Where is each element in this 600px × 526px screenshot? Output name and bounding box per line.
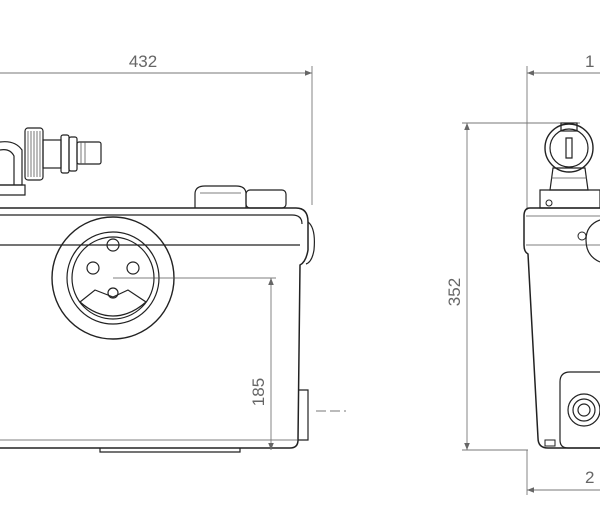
total-height-dimension: 352: [445, 122, 580, 451]
depth-dimension-bottom: 2: [526, 450, 600, 495]
inlet-height-label: 185: [249, 378, 268, 406]
width-dimension: 432: [0, 52, 313, 205]
inlet-height-dimension: 185: [249, 278, 274, 450]
top-cap: [194, 185, 287, 209]
side-view: 1 352: [445, 52, 600, 495]
pump-housing: [0, 207, 315, 453]
width-dimension-label: 432: [129, 52, 157, 71]
inlet-port: [51, 216, 276, 340]
depth-dimension-top-label: 1: [585, 52, 594, 71]
side-housing: [523, 207, 600, 449]
depth-dimension-bottom-label: 2: [585, 468, 594, 487]
depth-dimension-top: 1: [526, 52, 600, 210]
front-view: 432: [0, 52, 346, 453]
outlet-pipe: [0, 127, 102, 196]
side-outlet-fitting: [539, 122, 600, 209]
total-height-label: 352: [445, 278, 464, 306]
